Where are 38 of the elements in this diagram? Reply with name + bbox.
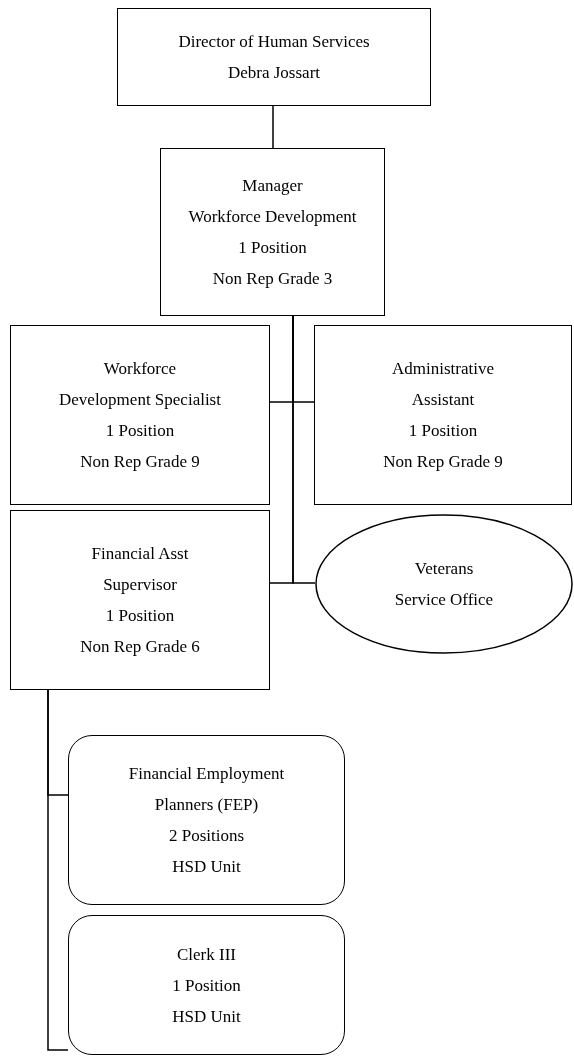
node-text: Financial Employment [128, 763, 285, 785]
node-text: Non Rep Grade 3 [212, 268, 333, 290]
node-text: 2 Positions [168, 825, 245, 847]
node-text: Non Rep Grade 6 [80, 636, 200, 658]
node-text: Service Office [394, 589, 494, 611]
node-text: 1 Position [172, 974, 241, 997]
node-text: 1 Position [105, 420, 175, 442]
position-box [68, 735, 345, 905]
node-text: Development Specialist [59, 389, 221, 411]
node-text: Workforce [103, 358, 177, 380]
node-text: Non Rep Grade 9 [80, 451, 200, 473]
node-text: Planners (FEP) [154, 794, 259, 816]
connector-line [292, 315, 316, 584]
node-text: Non Rep Grade 9 [383, 451, 503, 473]
node-text: HSD Unit [172, 856, 241, 878]
node-text: Debra Jossart [227, 62, 321, 84]
node-text: Assistant [411, 389, 475, 411]
node-text: Administrative [392, 358, 494, 380]
position-box [160, 148, 385, 316]
office-ellipse [315, 514, 573, 654]
position-box [117, 8, 431, 106]
position-box [314, 325, 572, 505]
node-text: Supervisor [103, 574, 177, 596]
node-text: Financial Asst [91, 543, 189, 565]
node-text: Director of Human Services [178, 31, 370, 53]
node-text: Manager [242, 175, 303, 197]
node-text: 1 Position [408, 420, 478, 442]
connector-line [47, 689, 69, 1051]
node-text: Veterans [414, 558, 474, 580]
position-box [10, 510, 270, 690]
node-text: Clerk III [177, 943, 236, 966]
node-text: 1 Position [238, 237, 307, 259]
node-text: HSD Unit [172, 1005, 241, 1028]
node-text: Workforce Development [188, 206, 357, 228]
connector-line [272, 105, 274, 149]
node-text: 1 Position [105, 605, 175, 627]
position-box [68, 915, 345, 1055]
position-box [10, 325, 270, 505]
